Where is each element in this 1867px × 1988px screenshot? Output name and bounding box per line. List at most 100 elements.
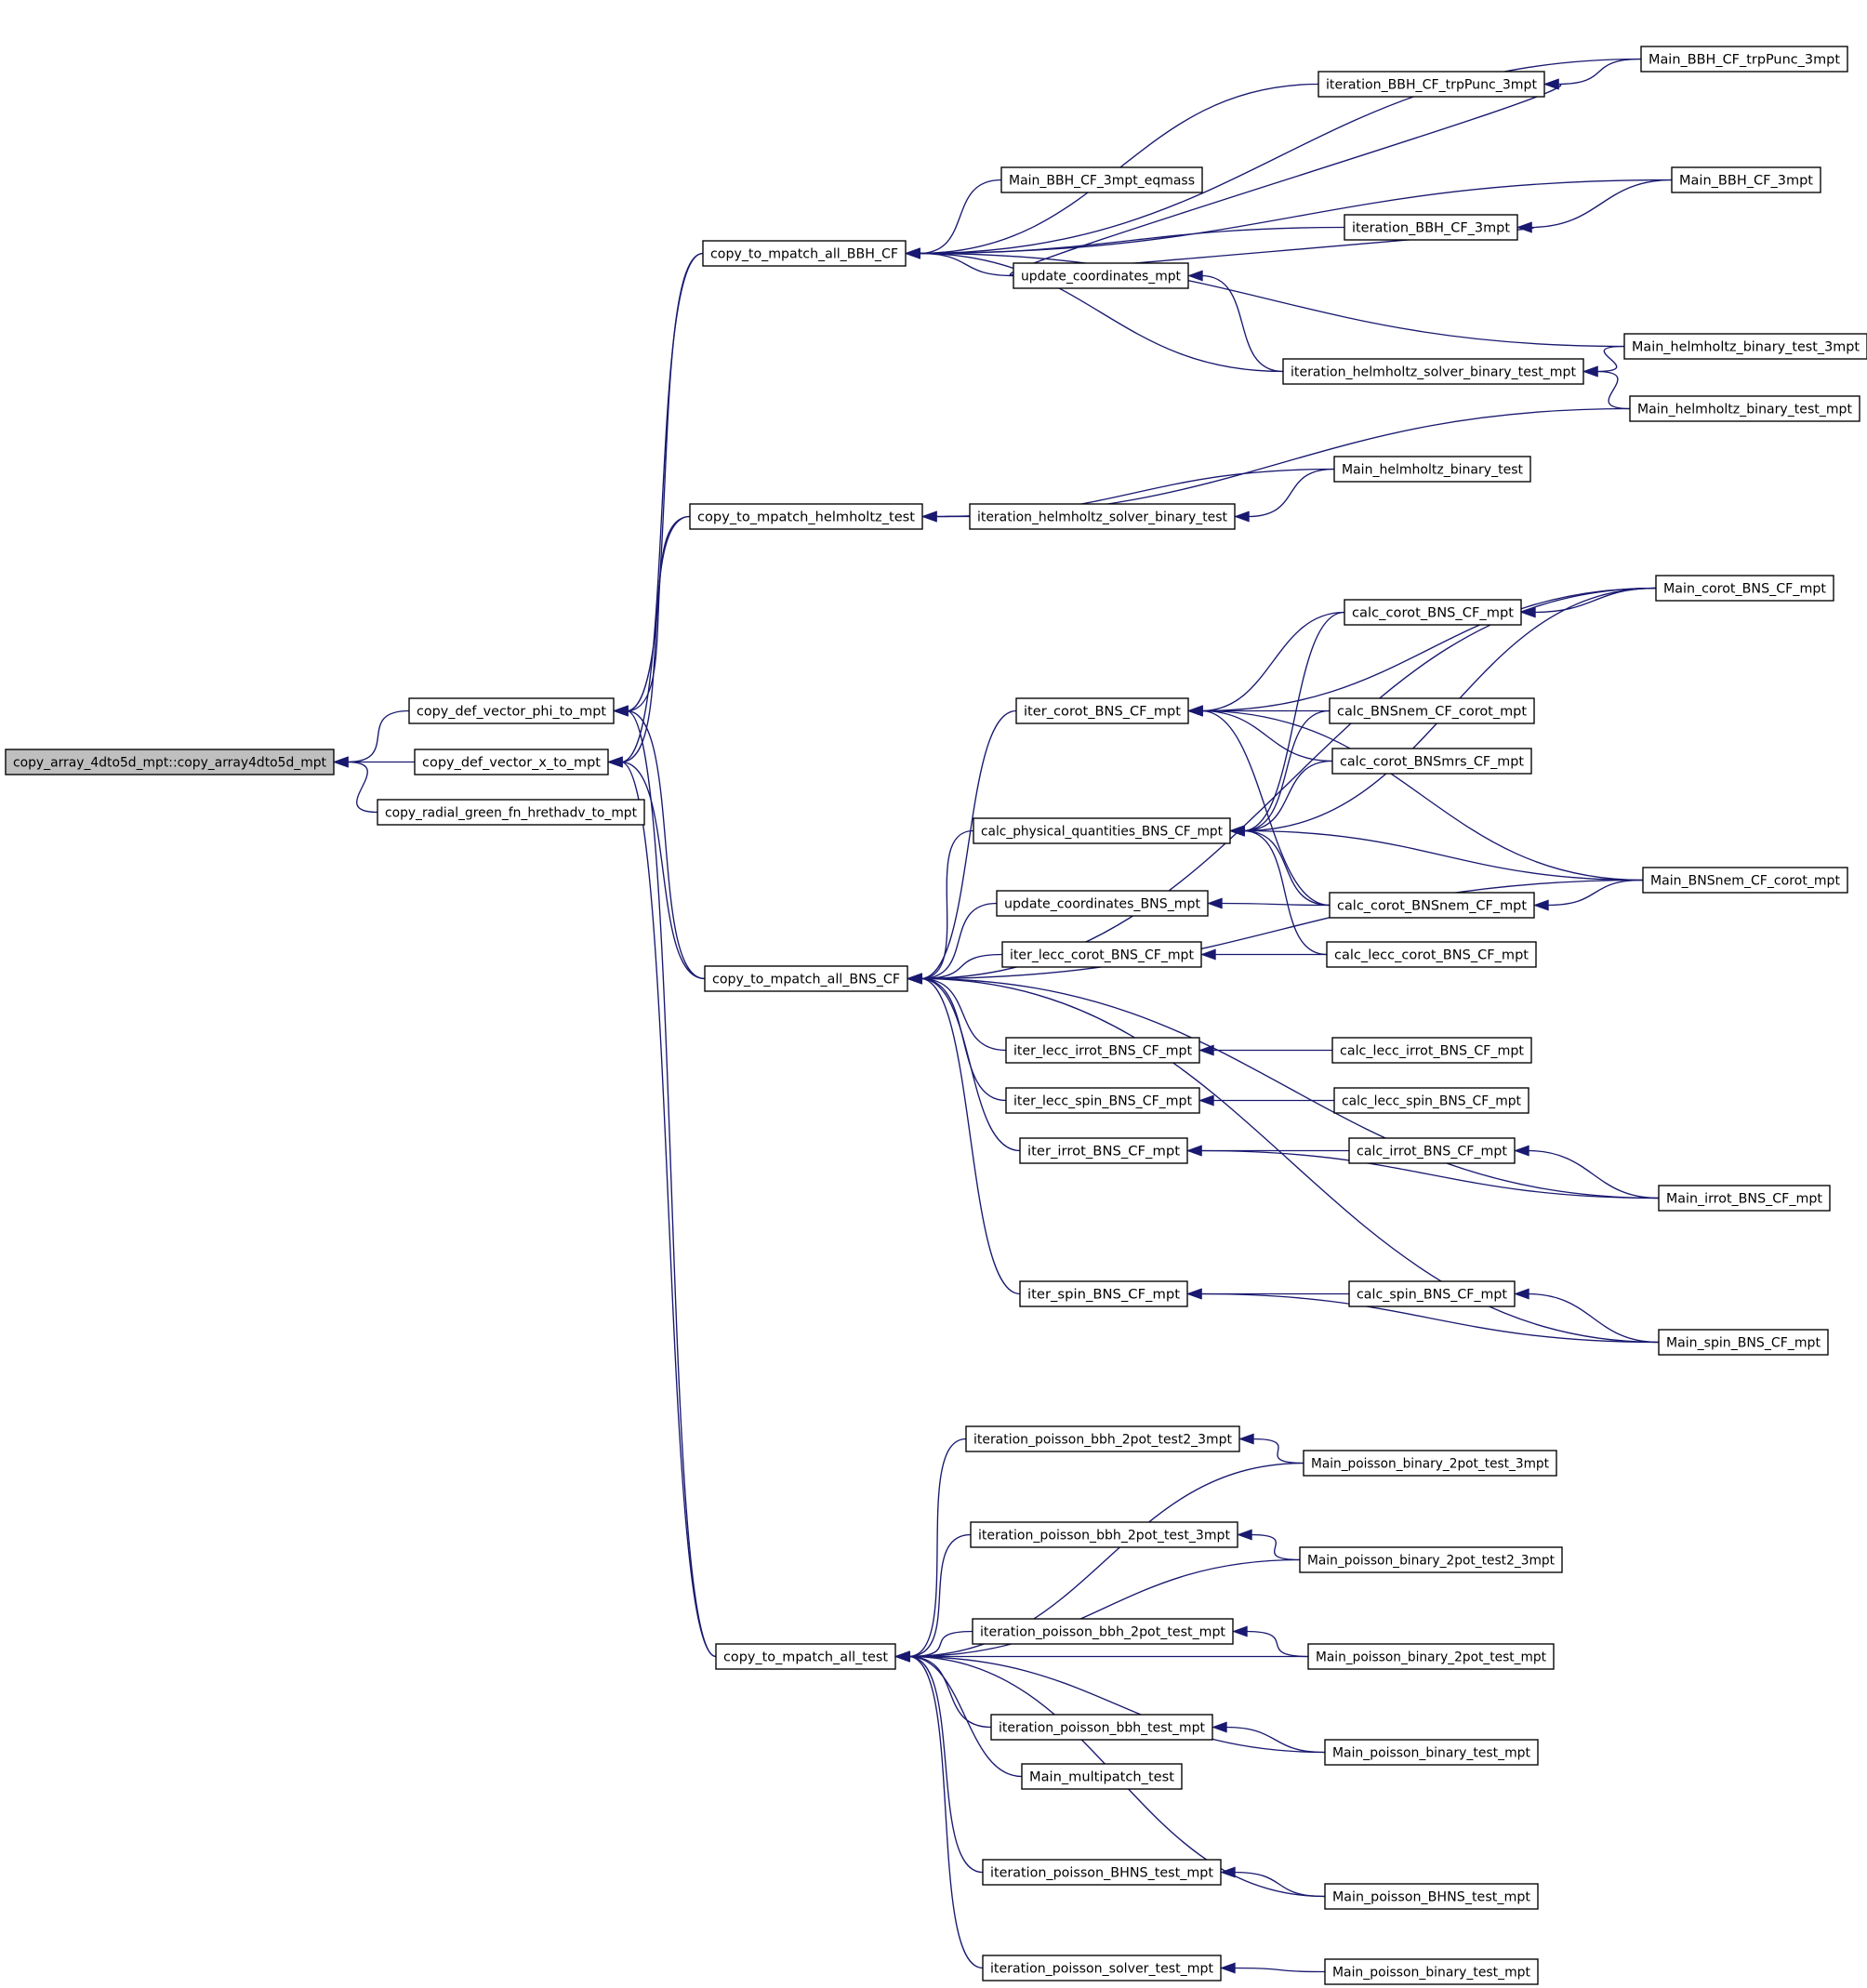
function-node[interactable]: copy_to_mpatch_all_BNS_CF (704, 965, 908, 992)
node-label: Main_poisson_binary_2pot_test2_3mpt (1307, 1554, 1555, 1569)
function-node[interactable]: iteration_BBH_CF_trpPunc_3mpt (1317, 71, 1545, 98)
node-box (973, 817, 1231, 844)
node-label: calc_corot_BNS_CF_mpt (1352, 606, 1514, 621)
function-node[interactable]: calc_spin_BNS_CF_mpt (1348, 1280, 1516, 1307)
function-node[interactable]: iter_lecc_irrot_BNS_CF_mpt (1005, 1037, 1200, 1064)
function-node[interactable]: iter_corot_BNS_CF_mpt (1015, 697, 1189, 724)
node-label: copy_def_vector_phi_to_mpt (417, 705, 606, 720)
node-label: calc_BNSnem_CF_corot_mpt (1337, 705, 1527, 720)
node-label: calc_irrot_BNS_CF_mpt (1357, 1145, 1507, 1160)
node-label: iter_corot_BNS_CF_mpt (1024, 705, 1181, 720)
function-node[interactable]: iteration_poisson_solver_test_mpt (982, 1955, 1222, 1981)
function-node[interactable]: calc_lecc_spin_BNS_CF_mpt (1333, 1087, 1529, 1114)
function-node[interactable]: Main_spin_BNS_CF_mpt (1658, 1329, 1829, 1356)
function-node[interactable]: Main_helmholtz_binary_test_3mpt (1623, 333, 1867, 360)
call-edge (907, 1558, 1301, 1658)
function-node[interactable]: calc_lecc_corot_BNS_CF_mpt (1326, 941, 1537, 968)
function-node[interactable]: copy_to_mpatch_all_test (715, 1643, 896, 1670)
function-node[interactable]: calc_corot_BNSnem_CF_mpt (1329, 892, 1535, 919)
call-edge (907, 1533, 972, 1658)
node-label: Main_poisson_BHNS_test_mpt (1332, 1890, 1530, 1905)
function-node[interactable]: Main_poisson_BHNS_test_mpt (1324, 1883, 1539, 1910)
node-box (1348, 1137, 1516, 1164)
node-label: copy_radial_green_fn_hrethadv_to_mpt (385, 806, 637, 821)
function-node[interactable]: Main_BNSnem_CF_corot_mpt (1642, 867, 1848, 894)
call-edge (1242, 829, 1644, 881)
node-box (702, 240, 907, 267)
function-node[interactable]: Main_helmholtz_binary_test (1333, 456, 1531, 483)
call-edge (1546, 879, 1644, 907)
node-box (1333, 1087, 1529, 1114)
function-node[interactable]: iter_irrot_BNS_CF_mpt (1019, 1137, 1188, 1164)
function-node[interactable]: Main_BBH_CF_3mpt_eqmass (1000, 166, 1203, 193)
function-node[interactable]: copy_to_mpatch_helmholtz_test (689, 503, 923, 530)
call-edge (918, 226, 1345, 255)
function-node[interactable]: Main_multipatch_test (1021, 1763, 1183, 1790)
function-node[interactable]: iteration_helmholtz_solver_binary_test (969, 503, 1236, 530)
call-edge (1529, 179, 1673, 229)
node-box (1642, 867, 1848, 894)
node-box (1299, 1546, 1563, 1573)
arrowhead-icon (1185, 1288, 1202, 1300)
function-node[interactable]: update_coordinates_BNS_mpt (996, 890, 1209, 917)
call-edge (1556, 58, 1642, 86)
function-node[interactable]: iteration_helmholtz_solver_binary_test_m… (1282, 358, 1584, 385)
function-node[interactable]: Main_poisson_binary_test_mpt (1324, 1739, 1539, 1766)
function-node[interactable]: Main_poisson_binary_2pot_test_mpt (1307, 1643, 1555, 1670)
node-box (1344, 214, 1518, 241)
arrowhead-icon (1198, 1094, 1214, 1107)
function-node[interactable]: calc_BNSnem_CF_corot_mpt (1329, 697, 1535, 724)
function-node[interactable]: calc_physical_quantities_BNS_CF_mpt (973, 817, 1231, 844)
function-node[interactable]: Main_poisson_binary_2pot_test2_3mpt (1299, 1546, 1563, 1573)
function-node[interactable]: calc_lecc_irrot_BNS_CF_mpt (1331, 1037, 1532, 1064)
function-node[interactable]: calc_corot_BNS_CF_mpt (1344, 599, 1522, 626)
root-function-node[interactable]: copy_array_4dto5d_mpt::copy_array4dto5d_… (5, 749, 335, 775)
function-node[interactable]: calc_irrot_BNS_CF_mpt (1348, 1137, 1516, 1164)
call-edge (907, 1438, 967, 1658)
function-node[interactable]: iteration_poisson_bbh_2pot_test_mpt (972, 1618, 1234, 1645)
function-node[interactable]: Main_corot_BNS_CF_mpt (1655, 575, 1834, 602)
function-node[interactable]: iteration_BBH_CF_3mpt (1344, 214, 1518, 241)
call-edge (920, 829, 974, 980)
function-node[interactable]: iteration_poisson_bbh_test_mpt (990, 1714, 1213, 1741)
call-edge (1225, 1726, 1326, 1754)
arrowhead-icon (1238, 1433, 1254, 1445)
node-label: calc_corot_BNSnem_CF_mpt (1337, 899, 1527, 914)
node-box (965, 1425, 1240, 1452)
arrowhead-icon (1532, 899, 1549, 911)
function-node[interactable]: copy_def_vector_x_to_mpt (414, 749, 609, 775)
call-edge (907, 1655, 1326, 1754)
call-edge (920, 587, 1657, 980)
function-node[interactable]: iter_spin_BNS_CF_mpt (1019, 1280, 1188, 1307)
function-node[interactable]: calc_corot_BNSmrs_CF_mpt (1331, 748, 1532, 775)
function-node[interactable]: Main_helmholtz_binary_test_mpt (1629, 395, 1860, 422)
function-node[interactable]: iteration_poisson_bbh_2pot_test_3mpt (970, 1521, 1238, 1548)
node-label: iteration_poisson_bbh_2pot_test_mpt (980, 1625, 1225, 1640)
call-edge (920, 977, 1021, 1152)
node-box (1344, 599, 1522, 626)
function-node[interactable]: update_coordinates_mpt (1013, 262, 1189, 289)
function-node[interactable]: iter_lecc_corot_BNS_CF_mpt (1001, 941, 1202, 968)
function-node[interactable]: Main_BBH_CF_trpPunc_3mpt (1640, 46, 1848, 73)
function-node[interactable]: Main_poisson_binary_test_mpt (1324, 1958, 1539, 1985)
function-node[interactable]: iter_lecc_spin_BNS_CF_mpt (1005, 1087, 1200, 1114)
function-node[interactable]: copy_def_vector_phi_to_mpt (408, 697, 615, 724)
function-node[interactable]: Main_BBH_CF_3mpt (1671, 166, 1821, 193)
node-label: copy_to_mpatch_all_test (723, 1650, 888, 1665)
node-box (990, 1714, 1213, 1741)
node-box (1623, 333, 1867, 360)
function-node[interactable]: iteration_poisson_bbh_2pot_test2_3mpt (965, 1425, 1240, 1452)
function-node[interactable]: iteration_poisson_BHNS_test_mpt (982, 1859, 1222, 1886)
function-node[interactable]: Main_irrot_BNS_CF_mpt (1658, 1185, 1831, 1212)
function-node[interactable]: Main_poisson_binary_2pot_test_3mpt (1303, 1450, 1557, 1477)
arrowhead-icon (1206, 897, 1223, 909)
call-edge (346, 709, 410, 763)
node-label: iter_lecc_spin_BNS_CF_mpt (1013, 1094, 1192, 1109)
node-box (689, 503, 923, 530)
function-node[interactable]: copy_radial_green_fn_hrethadv_to_mpt (377, 799, 645, 826)
node-box (1326, 941, 1537, 968)
node-label: Main_poisson_binary_2pot_test_mpt (1316, 1650, 1546, 1665)
function-node[interactable]: copy_to_mpatch_all_BBH_CF (702, 240, 907, 267)
call-edge (1200, 709, 1644, 881)
